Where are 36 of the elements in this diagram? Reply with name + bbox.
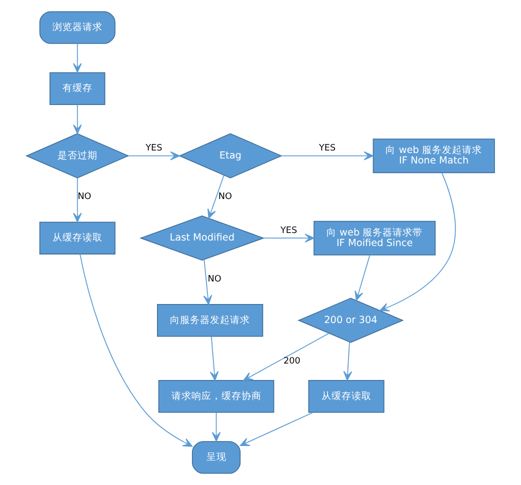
arrow — [72, 43, 82, 73]
arrow — [354, 254, 370, 301]
arrow — [263, 234, 314, 242]
edge-label: NO — [78, 192, 92, 202]
arrow — [203, 259, 212, 305]
edge-label: 200 — [283, 356, 300, 367]
node-box: 请求响应，缓存协商 — [158, 380, 274, 413]
arrow — [380, 172, 456, 312]
arrow — [207, 174, 224, 219]
arrow — [210, 336, 219, 381]
arrow — [281, 151, 374, 160]
edge-label: NO — [218, 192, 232, 202]
node-box: 浏览器请求 — [39, 11, 116, 44]
node-box: 向服务器发起请求 — [157, 304, 264, 337]
arrow — [80, 254, 193, 447]
arrow — [240, 412, 314, 446]
node-box: 向 web 服务器请求带 IF Moified Since — [314, 220, 436, 256]
edge-label: YES — [146, 144, 162, 154]
node-box: 从缓存读取 — [308, 380, 384, 413]
node-box: 向 web 服务发起请求 IF None Match — [372, 138, 495, 174]
edge-label: NO — [208, 274, 222, 284]
arrow — [72, 178, 82, 222]
arrow — [72, 104, 82, 134]
arrow — [243, 332, 330, 381]
node-box: 有缓存 — [50, 72, 106, 105]
node-diamond: Last Modified — [139, 216, 265, 261]
arrow — [343, 342, 352, 381]
node-box: 从缓存读取 — [39, 222, 116, 254]
node-diamond: Etag — [178, 133, 282, 178]
edge-label: YES — [318, 144, 336, 154]
arrow — [212, 412, 221, 442]
arrow — [128, 151, 180, 160]
edge-label: YES — [280, 226, 298, 236]
node-box: 呈现 — [192, 441, 241, 474]
node-diamond: 是否过期 — [25, 133, 130, 178]
node-diamond: 200 or 304 — [298, 298, 404, 343]
